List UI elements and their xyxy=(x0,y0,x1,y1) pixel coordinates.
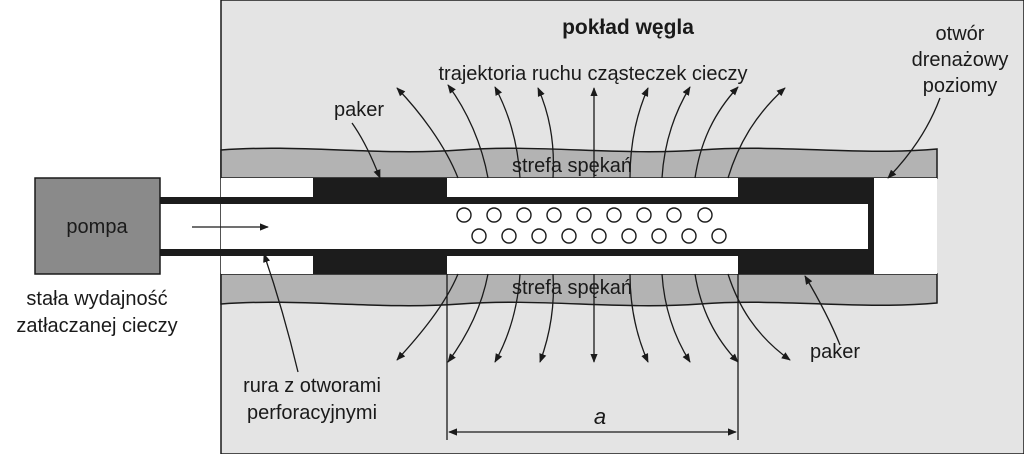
packer-left-bottom xyxy=(313,252,447,274)
flow-rate-label-2: zatłaczanej cieczy xyxy=(16,315,177,337)
pipe-wall-bottom xyxy=(160,249,874,256)
trajectory-arrows-lower xyxy=(396,273,791,363)
pump-label: pompa xyxy=(66,216,128,238)
pipe-wall-top xyxy=(160,197,874,204)
drainage-hole-label-1: otwór xyxy=(936,23,985,45)
packer-top-label: paker xyxy=(334,99,384,121)
pipe-label-1: rura z otworami xyxy=(243,375,381,397)
pump-box xyxy=(34,177,161,275)
packer-bottom-label: paker xyxy=(810,341,860,363)
fracture-zone-bottom xyxy=(220,273,938,307)
fracture-zone-top-label: strefa spękań xyxy=(512,155,632,177)
coal-seam-label: pokład węgla xyxy=(562,16,694,39)
packer-left-top xyxy=(313,178,447,201)
perforation-holes xyxy=(456,207,727,244)
leader-lines xyxy=(263,97,941,373)
flow-rate-label-1: stała wydajność xyxy=(26,288,167,310)
pipe-end-cap xyxy=(868,197,874,256)
drainage-hole-label-3: poziomy xyxy=(923,75,997,97)
packer-right-top xyxy=(738,178,874,201)
packer-right-bottom xyxy=(738,252,874,274)
dimension-a-label: a xyxy=(594,404,606,429)
dimension-a xyxy=(446,274,739,440)
fracture-zone-bottom-label: strefa spękań xyxy=(512,277,632,299)
trajectory-arrows-upper xyxy=(396,84,786,179)
drainage-hole-label-2: drenażowy xyxy=(912,49,1009,71)
pipe-label-2: perforacyjnymi xyxy=(247,402,377,424)
trajectory-label: trajektoria ruchu cząsteczek cieczy xyxy=(438,63,747,85)
fracture-zone-top xyxy=(220,147,938,179)
